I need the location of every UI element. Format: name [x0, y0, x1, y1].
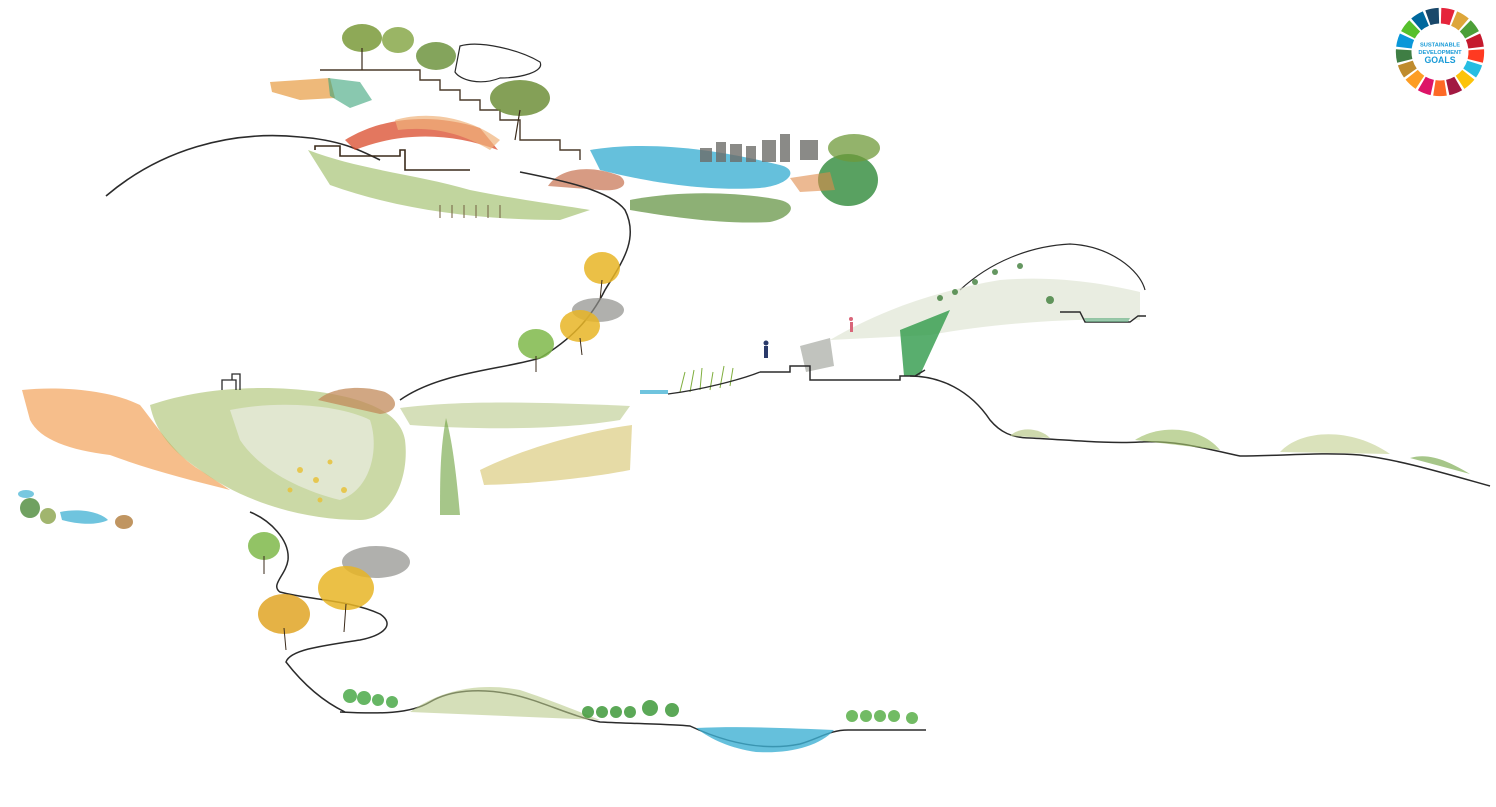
hilltop-hut: [221, 373, 241, 390]
city-buildings: [700, 134, 818, 162]
sdg-ring-segment: [1417, 76, 1434, 96]
sdg-ring-segment: [1446, 76, 1463, 96]
trail-line-mid-to-bottom: [249, 511, 388, 713]
terrace-stairs: [320, 69, 581, 160]
orange-shore-patch: [790, 172, 835, 192]
left-shrubs: [18, 490, 133, 529]
sdg-ring-segment: [1396, 33, 1415, 49]
basin-water: [1084, 318, 1130, 322]
ridge-shrubs: [937, 263, 1054, 304]
brown-mound: [318, 387, 396, 414]
right-profile-mounds: [1010, 429, 1470, 474]
orange-terrace-band: [270, 78, 335, 100]
bottom-lake: [696, 727, 834, 753]
sdg-ring-segment: [1463, 60, 1483, 78]
grass-slope-top: [308, 150, 590, 220]
right-ground-line: [667, 371, 761, 395]
hilltop-trees: [342, 24, 550, 141]
bottom-ground-line: [339, 690, 926, 748]
sdg-ring-segment: [1395, 49, 1413, 63]
bottom-tree-row-left: [343, 689, 398, 708]
reeds-left: [679, 365, 734, 393]
sdg-ring-segment: [1397, 60, 1417, 78]
green-terrace-patch: [328, 78, 372, 108]
people-figures: [763, 317, 853, 358]
sdg-ring-segment: [1455, 69, 1475, 89]
right-profile-line: [909, 375, 1491, 487]
orange-cliff: [22, 388, 230, 490]
trail-trees-lower: [248, 532, 410, 651]
bottom-valley-vignette: [339, 686, 926, 753]
bottom-tree-row-right: [846, 710, 918, 724]
right-terrace-vignette: [640, 243, 1146, 395]
green-wedge: [900, 310, 950, 376]
hilltop-cloud-outline: [454, 43, 542, 83]
trail-line-top-to-mid: [399, 171, 631, 401]
fence-posts: [439, 205, 501, 218]
sdg-ring-segment: [1440, 7, 1455, 26]
sdg-ring-segment: [1433, 80, 1447, 97]
lake-shore-grass: [630, 193, 791, 223]
bottom-hill-fill: [410, 686, 600, 720]
shore-tree-cluster: [818, 154, 878, 206]
sdg-logo-line1: SUSTAINABLE: [1420, 42, 1460, 48]
sdg-color-ring: [1395, 7, 1485, 97]
hill-flowers: [287, 459, 347, 503]
right-hill-outline: [959, 243, 1146, 291]
shore-tree-top: [828, 134, 880, 162]
grey-stone-block: [800, 338, 834, 372]
sdg-ring-segment: [1451, 11, 1469, 31]
sdg-ring-segment: [1411, 11, 1429, 31]
bottom-tree-row-mid: [582, 700, 679, 718]
hilltop-terraces-vignette: [105, 24, 625, 220]
sdg-ring-segment: [1465, 33, 1484, 49]
terracotta-mound: [548, 169, 625, 191]
sdg-ring-segment: [1401, 20, 1421, 39]
sdg-wheel-logo: SUSTAINABLE DEVELOPMENT GOALS: [1395, 7, 1485, 97]
sdg-ring-segment: [1467, 49, 1485, 63]
sdg-ring-segment: [1459, 20, 1479, 39]
tan-terrace-arc: [395, 115, 500, 150]
trail-trees-upper: [518, 252, 624, 372]
small-water-strip: [640, 390, 668, 394]
sdg-logo-line3: GOALS: [1424, 55, 1455, 65]
green-vertical-strip: [440, 418, 460, 515]
ochre-field: [480, 425, 632, 485]
right-hill-fill: [830, 278, 1140, 340]
sdg-ring-segment: [1405, 69, 1425, 89]
terrace-wall: [314, 145, 470, 171]
small-pond-left: [60, 510, 108, 524]
lake-city-vignette: [590, 134, 880, 223]
sdg-logo-line2: DEVELOPMENT: [1418, 50, 1462, 56]
terrace-steps-right: [760, 365, 926, 381]
middle-hill-vignette: [18, 373, 632, 529]
sdg-ring-segment: [1425, 7, 1440, 26]
sage-field: [400, 402, 630, 429]
hill-highlight: [230, 404, 374, 500]
